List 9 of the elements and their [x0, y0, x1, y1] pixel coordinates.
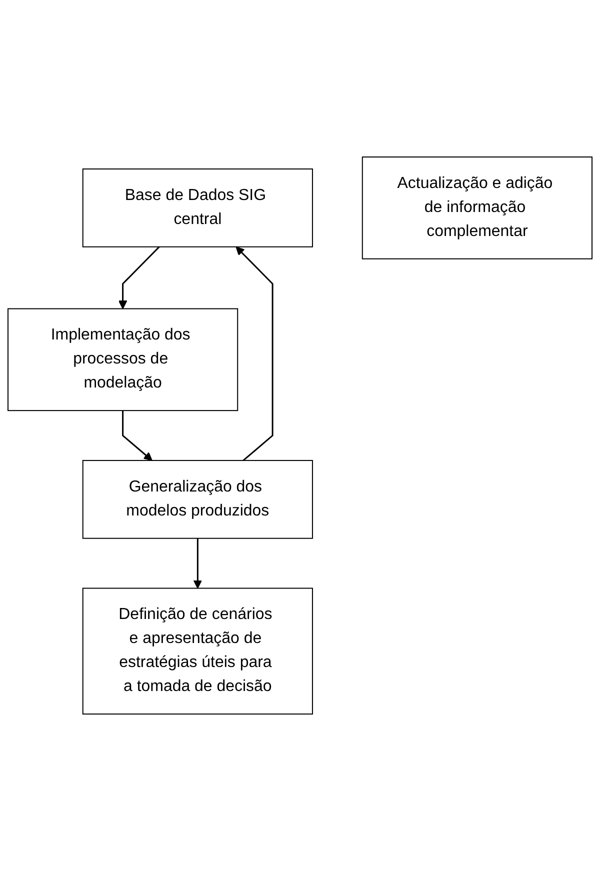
node-box: Actualização e adição de informação complementar [362, 156, 592, 260]
arrow [193, 538, 202, 590]
arrow [236, 246, 274, 462]
node-box: Base de Dados SIG central [82, 168, 313, 248]
node-box: Definição de cenários e apresentação de estratégias úteis para a tomada de decisão [82, 588, 313, 716]
arrow [122, 411, 152, 462]
arrow [118, 246, 160, 310]
node-box: Generalização dos modelos produzidos [82, 460, 313, 540]
node-box: Implementação dos processos de modelação [8, 308, 238, 412]
